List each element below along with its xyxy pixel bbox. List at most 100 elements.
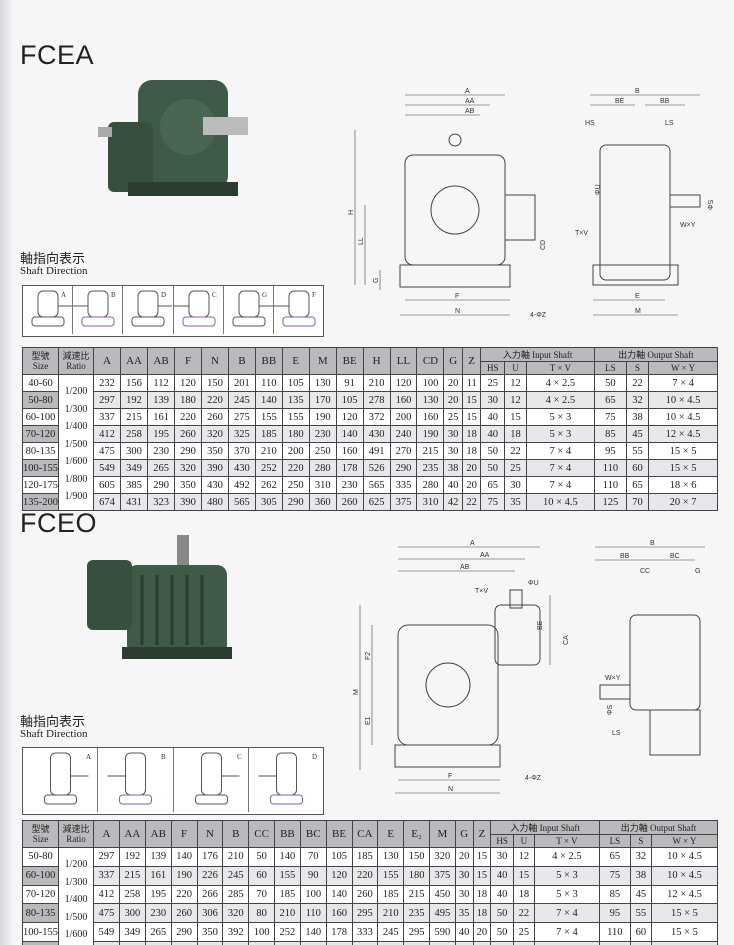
value-cell: 260 [351, 884, 379, 905]
ratio-value: 1/600 [64, 456, 88, 467]
value-cell: 15 [512, 865, 535, 886]
value-cell: 220 [351, 865, 379, 886]
dimension-label: F [448, 773, 452, 780]
value-cell: 40 [490, 865, 514, 886]
dimension-label: A [470, 540, 475, 547]
value-cell: 350 [174, 476, 202, 494]
value-cell: 310 [416, 493, 445, 511]
value-cell: 70 [625, 493, 650, 511]
value-cell: 156 [119, 374, 149, 392]
input-shaft-header: 入力軸 Input Shaft [490, 820, 600, 835]
value-cell: 323 [403, 940, 430, 945]
dimension-label: AA [465, 98, 475, 105]
value-cell: 150 [299, 940, 327, 945]
lifting-eye [448, 133, 462, 147]
value-cell: 605 [93, 476, 121, 494]
value-cell: 65 [593, 391, 627, 409]
dimension-label: ΦS [607, 704, 614, 715]
value-cell: 155 [377, 865, 405, 886]
value-cell: 674 [93, 493, 121, 511]
value-cell: 260 [170, 903, 198, 924]
value-cell: 130 [377, 847, 405, 867]
value-cell: 10 × 4.5 [650, 865, 719, 886]
column-header: A [93, 347, 121, 375]
shaft-direction-diagram: C [170, 286, 224, 334]
worm-outline [182, 316, 216, 327]
size-cell: 60-100 [22, 408, 59, 426]
input-shaft-header: 入力軸 Input Shaft [480, 347, 595, 362]
value-cell: 325 [227, 425, 256, 443]
column-header: S [625, 361, 650, 375]
value-cell: 5 × 3 [533, 884, 600, 905]
value-cell: 120 [389, 374, 418, 392]
value-cell: 265 [144, 922, 172, 942]
value-cell: 140 [170, 847, 198, 867]
housing-outline [87, 290, 109, 318]
value-cell: 215 [416, 442, 445, 460]
side-base [649, 709, 701, 756]
column-header: H [362, 347, 391, 375]
value-cell: 135 [281, 391, 310, 409]
ratio-value: 1/400 [64, 421, 88, 432]
value-cell: 105 [335, 391, 364, 409]
value-cell: 15 [472, 865, 492, 886]
value-cell: 262 [254, 476, 283, 494]
value-cell: 140 [335, 425, 364, 443]
value-cell: 100 [248, 922, 276, 942]
value-cell: 475 [93, 442, 121, 460]
value-cell: 590 [428, 922, 456, 942]
front-housing [404, 154, 506, 266]
value-cell: 170 [308, 391, 337, 409]
value-cell: 45 [454, 940, 474, 945]
value-cell: 250 [308, 442, 337, 460]
column-header: E [377, 820, 405, 848]
value-cell: 100 [416, 374, 445, 392]
value-cell: 40 [443, 476, 463, 494]
value-cell: 80 [248, 903, 276, 924]
size-cell: 80-135 [22, 903, 59, 924]
value-cell: 306 [196, 903, 224, 924]
value-cell: 412 [93, 425, 121, 443]
value-cell: 280 [308, 459, 337, 477]
value-cell: 140 [274, 847, 301, 867]
value-cell: 220 [200, 391, 229, 409]
direction-letter: D [312, 753, 317, 761]
size-cell: 40-60 [22, 374, 59, 392]
value-cell: 350 [196, 922, 224, 942]
value-cell: 30 [490, 847, 514, 867]
value-cell: 390 [200, 459, 229, 477]
ratio-value: 1/400 [64, 894, 88, 905]
value-cell: 210 [222, 847, 250, 867]
worm-outline [269, 794, 303, 805]
worm-housing [504, 194, 536, 241]
value-cell: 372 [362, 408, 391, 426]
value-cell: 110 [593, 459, 627, 477]
dimension-label: CA [563, 635, 570, 645]
value-cell: 95 [593, 442, 627, 460]
value-cell: 85 [598, 884, 631, 905]
value-cell: 15 [461, 408, 482, 426]
value-cell: 192 [119, 391, 149, 409]
column-header: HS [480, 361, 506, 375]
header-en: Size [32, 834, 49, 844]
value-cell: 290 [147, 476, 176, 494]
column-header: BE [325, 820, 353, 848]
value-cell: 295 [351, 903, 379, 924]
dimension-label: AB [465, 108, 475, 115]
value-cell: 180 [281, 425, 310, 443]
value-cell: 60 [625, 459, 650, 477]
column-header: Z [472, 820, 492, 848]
output-shaft [669, 194, 701, 208]
value-cell: 112 [147, 374, 176, 392]
value-cell: 161 [147, 408, 176, 426]
dimension-label: T×V [575, 230, 588, 237]
value-cell: 20 [472, 922, 492, 942]
size-cell: 120-175 [22, 940, 59, 945]
